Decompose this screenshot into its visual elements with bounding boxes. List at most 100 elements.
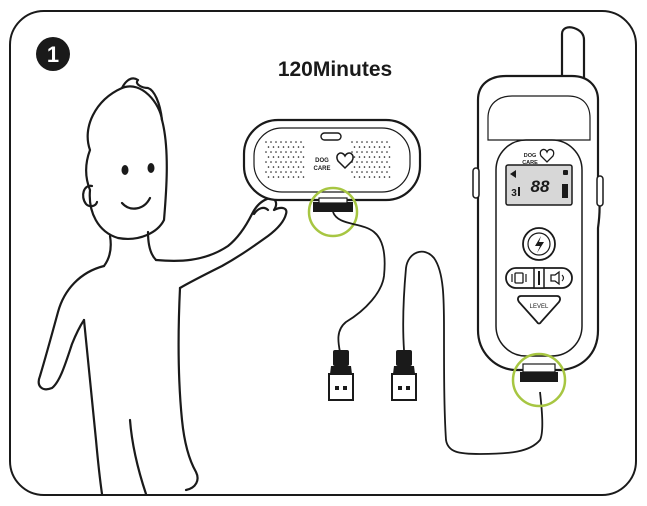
character-smile xyxy=(120,196,152,210)
grille-dot xyxy=(277,156,280,158)
level-button[interactable] xyxy=(517,295,561,325)
character-left-side xyxy=(82,318,104,496)
grille-dot xyxy=(277,166,280,168)
grille-dot xyxy=(267,146,270,148)
grille-dot xyxy=(265,151,267,153)
grille-dot xyxy=(302,156,305,158)
character-right-arm xyxy=(154,196,288,290)
grille-dot xyxy=(292,146,295,148)
grille-dot xyxy=(275,151,277,153)
grille-dot xyxy=(297,176,300,178)
grille-dot xyxy=(280,161,282,163)
collar-heart-icon xyxy=(336,152,354,170)
grille-dot xyxy=(295,171,297,173)
usb-plug-remote-pin-right xyxy=(406,386,410,390)
grille-dot xyxy=(287,156,290,158)
grille-dot xyxy=(280,141,282,143)
grille-dot xyxy=(366,141,368,143)
grille-dot xyxy=(371,151,373,153)
mode-divider-line xyxy=(538,271,540,285)
grille-dot xyxy=(388,156,391,158)
grille-dot xyxy=(386,171,388,173)
vibrate-lines-icon xyxy=(511,274,527,282)
character-eye-left xyxy=(121,165,129,175)
grille-dot xyxy=(373,176,376,178)
grille-dot xyxy=(383,146,386,148)
usb-plug-collar xyxy=(328,350,354,401)
charge-time-title: 120Minutes xyxy=(278,58,392,81)
grille-dot xyxy=(295,161,297,163)
remote-lcd-channel: 3 xyxy=(511,188,517,199)
usb-plug-remote-connector xyxy=(391,373,417,401)
grille-dot xyxy=(285,161,287,163)
vibrate-button[interactable] xyxy=(511,272,527,284)
cartoon-character xyxy=(37,77,288,496)
grille-dot xyxy=(363,176,366,178)
grille-dot xyxy=(282,146,285,148)
grille-dot xyxy=(361,161,363,163)
remote-side-button-right xyxy=(596,175,604,207)
grille-dot xyxy=(386,141,388,143)
collar-grille-left xyxy=(265,141,305,178)
grille-dot xyxy=(388,146,391,148)
character-finger xyxy=(252,206,270,216)
grille-dot xyxy=(282,156,285,158)
grille-dot xyxy=(378,146,381,148)
grille-dot xyxy=(270,151,272,153)
grille-dot xyxy=(277,176,280,178)
usb-plug-remote-pin-left xyxy=(398,386,402,390)
grille-dot xyxy=(351,141,353,143)
grille-dot xyxy=(270,161,272,163)
grille-dot xyxy=(361,151,363,153)
grille-dot xyxy=(376,141,378,143)
character-neck-left xyxy=(102,234,112,268)
grille-dot xyxy=(282,176,285,178)
grille-dot xyxy=(265,141,267,143)
level-label: LEVEL xyxy=(530,304,549,310)
grille-dot xyxy=(353,156,356,158)
grille-dot xyxy=(356,141,358,143)
grille-dot xyxy=(368,166,371,168)
beep-button[interactable] xyxy=(550,270,565,286)
remote-body xyxy=(476,74,601,372)
grille-dot xyxy=(381,151,383,153)
shock-button-ring xyxy=(527,232,551,256)
grille-dot xyxy=(373,146,376,148)
remote-upper-face xyxy=(487,95,591,141)
grille-dot xyxy=(280,151,282,153)
grille-dot xyxy=(361,141,363,143)
grille-dot xyxy=(358,176,361,178)
character-right-side xyxy=(177,286,199,492)
grille-dot xyxy=(358,166,361,168)
step-badge-circle xyxy=(36,37,70,71)
grille-dot xyxy=(358,146,361,148)
grille-dot xyxy=(265,171,267,173)
grille-dot xyxy=(292,176,295,178)
grille-dot xyxy=(373,166,376,168)
lock-icon xyxy=(563,170,568,175)
grille-dot xyxy=(383,176,386,178)
grille-dot xyxy=(386,161,388,163)
grille-dot xyxy=(376,151,378,153)
remote-lcd-digits: 88 xyxy=(531,177,550,196)
collar-plug-connector xyxy=(313,202,353,212)
character-leg xyxy=(128,418,148,496)
grille-dot xyxy=(381,141,383,143)
grille-dot xyxy=(383,166,386,168)
grille-dot xyxy=(381,171,383,173)
usb-plug-remote xyxy=(391,350,417,401)
grille-dot xyxy=(366,161,368,163)
usb-plug-collar-pin-right xyxy=(343,386,347,390)
grille-dot xyxy=(381,161,383,163)
grille-dot xyxy=(290,151,292,153)
remote-port-highlight xyxy=(511,352,567,408)
grille-dot xyxy=(275,161,277,163)
grille-dot xyxy=(363,146,366,148)
grille-dot xyxy=(353,176,356,178)
character-ear xyxy=(82,184,99,208)
grille-dot xyxy=(366,151,368,153)
grille-dot xyxy=(358,156,361,158)
grille-dot xyxy=(267,176,270,178)
